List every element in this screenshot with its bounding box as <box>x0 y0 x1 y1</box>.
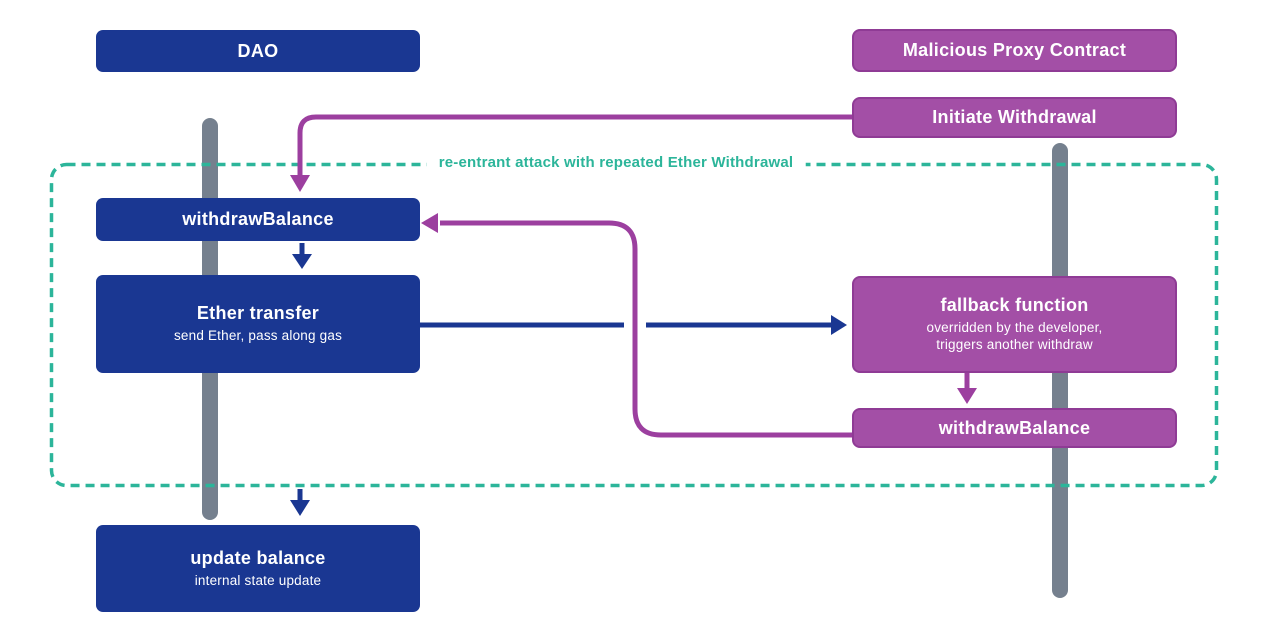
attack-region-label: re-entrant attack with repeated Ether Wi… <box>426 151 806 175</box>
malicious-proxy-actor-box: Malicious Proxy Contract <box>852 29 1177 72</box>
update-balance-subtitle: internal state update <box>194 572 322 588</box>
dao-actor-box: DAO <box>96 30 420 72</box>
dao-actor-label: DAO <box>237 40 279 61</box>
fallback-function-box: fallback function overridden by the deve… <box>852 276 1177 373</box>
fallback-function-subtitle-line1: overridden by the developer, <box>926 319 1103 335</box>
withdraw-balance-proxy-label: withdrawBalance <box>938 417 1091 438</box>
arrowhead-initiate-to-withdrawbalance <box>290 175 310 192</box>
withdraw-balance-proxy-box: withdrawBalance <box>852 408 1177 448</box>
arrowhead-to-updatebalance <box>290 500 310 516</box>
withdraw-balance-dao-box: withdrawBalance <box>96 198 420 241</box>
initiate-withdrawal-box: Initiate Withdrawal <box>852 97 1177 138</box>
arrowhead-reentrant-withdraw <box>421 213 438 233</box>
ether-transfer-box: Ether transfer send Ether, pass along ga… <box>96 275 420 373</box>
arrowhead-ethertransfer-to-fallback <box>831 315 847 335</box>
arrowhead-withdrawbalance-to-ethertransfer <box>292 254 312 269</box>
ether-transfer-subtitle: send Ether, pass along gas <box>173 328 343 344</box>
update-balance-box: update balance internal state update <box>96 525 420 612</box>
arrowhead-fallback-to-withdrawbalance <box>957 388 977 404</box>
fallback-function-subtitle-line2: triggers another withdraw <box>936 337 1093 353</box>
update-balance-title: update balance <box>190 547 326 568</box>
attack-region-border <box>49 162 1219 488</box>
ether-transfer-title: Ether transfer <box>196 303 320 324</box>
withdraw-balance-dao-label: withdrawBalance <box>182 209 334 230</box>
arrow-reentrant-withdraw <box>440 220 852 438</box>
initiate-withdrawal-label: Initiate Withdrawal <box>932 107 1097 128</box>
malicious-proxy-actor-label: Malicious Proxy Contract <box>902 40 1127 61</box>
fallback-function-title: fallback function <box>940 295 1089 316</box>
arrow-initiate-to-withdrawbalance <box>297 114 852 177</box>
